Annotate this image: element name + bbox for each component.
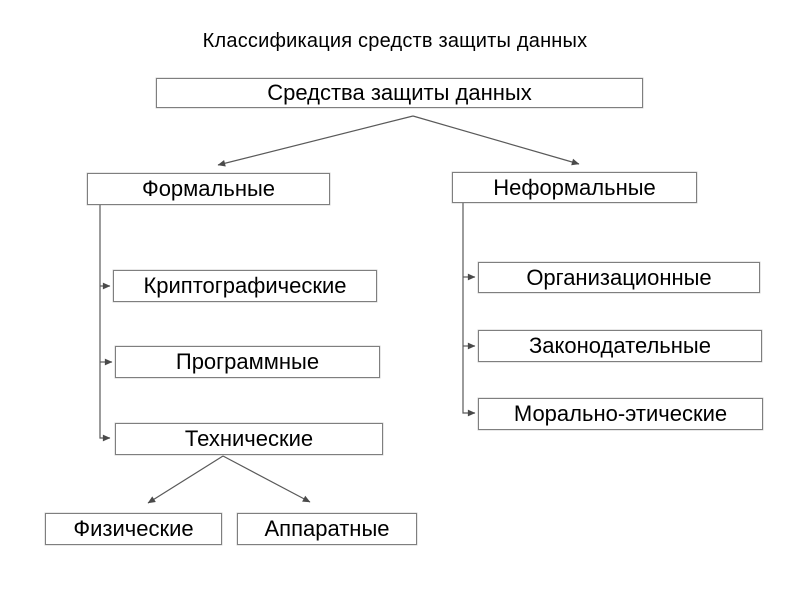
edge-formal-rail	[99, 205, 111, 442]
node-physical: Физические	[45, 513, 222, 545]
node-cryptographic: Криптографические	[113, 270, 377, 302]
edge-technical-physical	[147, 455, 224, 504]
node-hardware: Аппаратные	[237, 513, 417, 545]
edge-technical-hardware	[222, 455, 311, 503]
node-technical: Технические	[115, 423, 383, 455]
node-formal: Формальные	[87, 173, 330, 205]
node-informal: Неформальные	[452, 172, 697, 203]
node-software: Программные	[115, 346, 380, 378]
node-legislative: Законодательные	[478, 330, 762, 362]
edge-informal-rail	[462, 203, 476, 417]
edge-root-informal	[412, 115, 580, 166]
diagram-title: Классификация средств защиты данных	[202, 30, 588, 52]
node-root: Средства защиты данных	[156, 78, 643, 108]
node-organizational: Организационные	[478, 262, 760, 293]
edge-root-formal	[217, 115, 414, 167]
node-moral-ethical: Морально-этические	[478, 398, 763, 430]
